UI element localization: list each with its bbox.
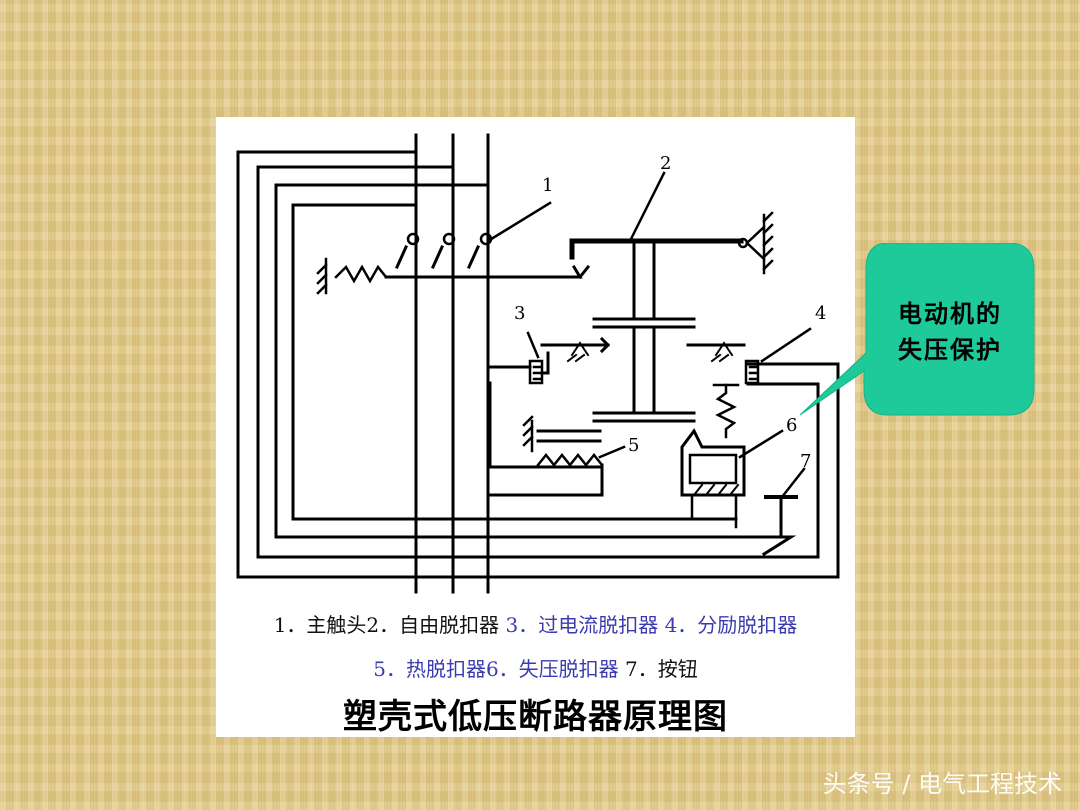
callout-shape	[799, 243, 1035, 416]
diagram-panel: 1 2 3 4 5 6 7 1．主触头2．自由脱扣器 3．过电流脱扣器 4．分励…	[216, 117, 855, 737]
legend-1-part-a: 1．主触头2．自由脱扣器	[273, 613, 506, 637]
shunt-coil	[744, 359, 760, 385]
leader-1	[486, 201, 552, 243]
callout-line-2: 失压保护	[898, 336, 1002, 364]
leader-6	[738, 429, 784, 459]
legend-1-part-b: 3．过电流脱扣器 4．分励脱扣器	[505, 613, 798, 637]
moving-contact-b	[431, 245, 444, 269]
loop-4	[291, 203, 738, 521]
watermark: 头条号 / 电气工程技术	[822, 770, 1062, 798]
circuit-diagram: 1 2 3 4 5 6 7	[236, 133, 840, 594]
loop-3	[274, 183, 797, 557]
diagram-title: 塑壳式低压断路器原理图	[343, 697, 728, 737]
leader-7	[780, 467, 806, 499]
leader-5	[598, 445, 626, 459]
thermal-bimetal	[536, 429, 602, 443]
overcurrent-coil	[528, 359, 544, 385]
leader-2	[628, 171, 666, 243]
thermal-heater	[536, 452, 604, 468]
contact-ring-a	[406, 232, 420, 246]
pivot-support	[745, 211, 774, 275]
leader-3	[526, 331, 540, 359]
leader-4	[760, 327, 812, 363]
legend-2-part-b: 7．按钮	[625, 657, 698, 681]
overcurrent-latch	[566, 341, 590, 363]
shunt-latch	[710, 341, 734, 363]
legend-2-part-a: 5．热脱扣器6．失压脱扣器	[373, 657, 626, 681]
uv-spring	[715, 383, 737, 439]
callout-line-1: 电动机的	[898, 300, 1002, 328]
overcurrent-lever	[540, 336, 611, 354]
trip-lever-top	[569, 238, 744, 260]
moving-contact-c	[467, 245, 480, 269]
callout-bubble	[799, 243, 1035, 416]
loop-2	[256, 165, 820, 559]
label-5: 5	[628, 435, 639, 456]
label-6: 6	[786, 415, 797, 436]
contact-bar	[384, 264, 591, 280]
spring-anchor	[316, 257, 328, 295]
main-spring	[334, 264, 388, 284]
label-3: 3	[514, 303, 525, 324]
legend-line-2: 5．热脱扣器6．失压脱扣器 7．按钮	[216, 653, 855, 682]
moving-contact-a	[395, 245, 408, 269]
uv-coil-wire	[690, 493, 738, 529]
thermal-wire	[486, 463, 604, 497]
callout-text: 电动机的 失压保护	[866, 296, 1034, 368]
trip-lower	[592, 325, 696, 423]
uv-coil-body	[688, 453, 738, 485]
uv-coil-hatch	[692, 483, 740, 497]
contact-ring-b	[442, 232, 456, 246]
uv-coil-frame	[680, 428, 746, 497]
label-2: 2	[660, 153, 671, 174]
legend-line-1: 1．主触头2．自由脱扣器 3．过电流脱扣器 4．分励脱扣器	[216, 609, 855, 638]
thermal-anchor	[522, 415, 534, 453]
trip-lever-stem	[632, 239, 656, 321]
label-7: 7	[800, 451, 811, 472]
loop-1	[236, 150, 840, 579]
label-4: 4	[815, 303, 826, 324]
overcurrent-wire	[486, 351, 602, 469]
trip-cross	[592, 317, 696, 329]
label-1: 1	[542, 175, 553, 196]
